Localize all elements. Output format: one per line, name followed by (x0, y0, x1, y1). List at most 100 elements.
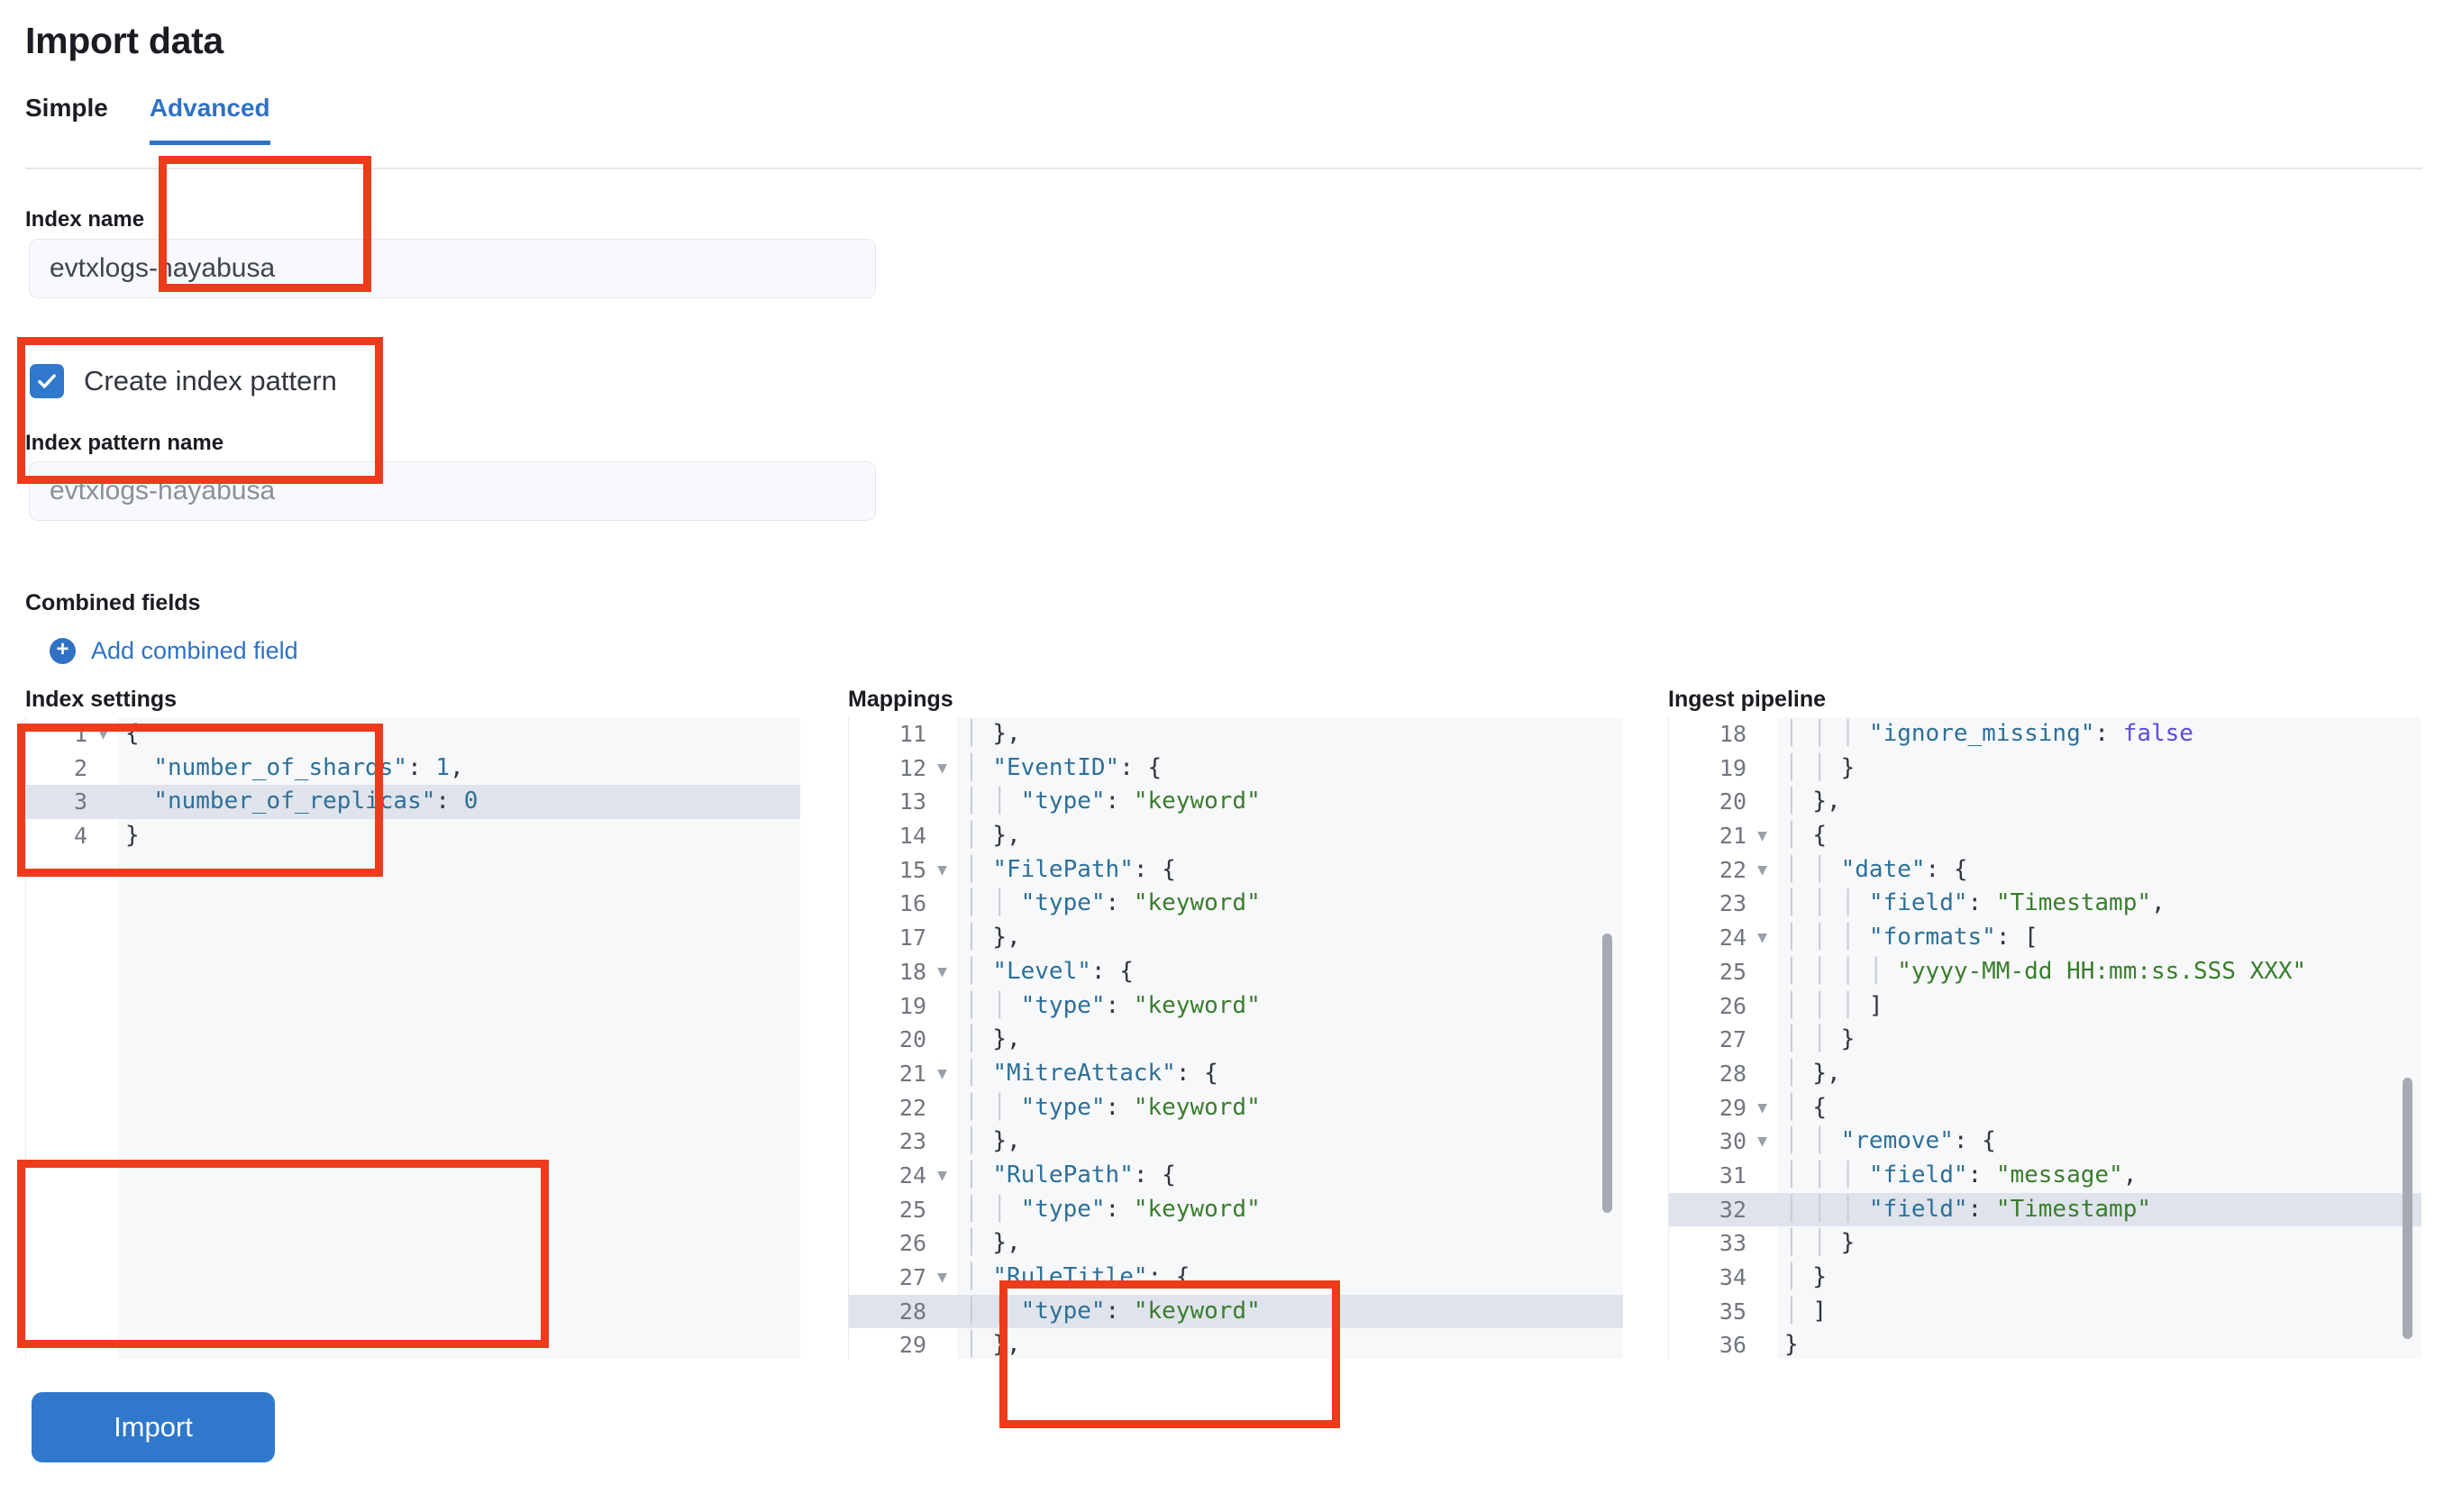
line-number: 33 (1719, 1230, 1746, 1257)
tab-simple[interactable]: Simple (25, 94, 108, 122)
code-line: 26│ }, (849, 1226, 1623, 1261)
index-settings-editor[interactable]: 1▼{2 "number_of_shards": 1,3 "number_of_… (25, 717, 800, 1359)
line-number: 24 (898, 1161, 926, 1189)
code-text: "number_of_replicas": 0 (153, 788, 479, 815)
code-line: 17│ }, (849, 921, 1623, 955)
tab-advanced[interactable]: Advanced (149, 96, 270, 145)
line-number: 11 (898, 721, 926, 747)
page-title: Import data (25, 20, 223, 61)
code-line: 22 ▼ │ │ "date": { (1669, 853, 2421, 888)
line-number: 36 (1719, 1332, 1746, 1359)
add-combined-field-label: Add combined field (91, 637, 298, 664)
code-line: 19 │ │ } (1669, 751, 2421, 786)
code-line: 18▼│ "Level": { (849, 955, 1623, 989)
create-index-pattern-checkbox[interactable] (30, 364, 64, 398)
code-text: │ "RulePath": { (964, 1161, 1176, 1189)
code-text: │ │ │ "field": "Timestamp" (1784, 1195, 2151, 1223)
code-line: 34│ } (1669, 1261, 2421, 1295)
code-text: │ │ } (1784, 1229, 1856, 1257)
code-text: │ "Level": { (964, 957, 1134, 985)
code-text: │ │ │ ] (1784, 991, 1883, 1019)
code-line: 36} (1669, 1328, 2421, 1359)
line-number: 15 (898, 856, 926, 883)
line-number: 25 (1719, 958, 1746, 985)
code-line: 15 ▼ │ "FilePath": { (849, 853, 1623, 888)
line-number: 3 (73, 788, 87, 815)
code-line: 27▼│ "RuleTitle": { (849, 1261, 1623, 1295)
code-line: 16│ │ "type": "keyword" (849, 887, 1623, 921)
line-number: 22 (1719, 856, 1746, 883)
code-line: 21▼│ { (1669, 819, 2421, 853)
fold-toggle-icon[interactable]: ▼ (937, 860, 947, 879)
fold-toggle-icon[interactable]: ▼ (1757, 826, 1767, 846)
code-line: 13│ │ "type": "keyword" (849, 785, 1623, 819)
code-text: │ { (1784, 1093, 1827, 1121)
fold-toggle-icon[interactable]: ▼ (937, 961, 947, 981)
tab-divider (25, 168, 2422, 169)
code-text: } (1784, 1331, 1799, 1359)
fold-toggle-icon[interactable]: ▼ (937, 1165, 947, 1185)
code-line: 24▼│ │ │ "formats": [ (1669, 921, 2421, 955)
code-line: 4} (26, 819, 800, 853)
code-line: 3 "number_of_replicas": 0 (26, 785, 800, 820)
index-pattern-name-label: Index pattern name (25, 431, 224, 455)
code-line: 21▼│ "MitreAttack": { (849, 1057, 1623, 1091)
code-line: 27│ │ } (1669, 1023, 2421, 1057)
code-line: 25│ │ "type": "keyword" (849, 1193, 1623, 1227)
create-index-pattern-row[interactable]: Create index pattern (30, 364, 337, 398)
line-number: 19 (898, 992, 926, 1019)
import-button[interactable]: Import (32, 1392, 275, 1462)
code-line: 29│ }, (849, 1328, 1623, 1359)
line-number: 29 (1719, 1094, 1746, 1121)
code-text: │ │ "date": { (1784, 855, 1968, 883)
code-text: │ }, (964, 924, 1021, 952)
code-text: │ │ "type": "keyword" (964, 1195, 1261, 1223)
mappings-scrollbar[interactable] (1602, 934, 1612, 1213)
gutter (1669, 717, 1777, 1359)
line-number: 19 (1719, 754, 1746, 781)
code-background (1777, 717, 2421, 1359)
line-number: 26 (898, 1230, 926, 1257)
mappings-editor[interactable]: 11│ },12▼│ "EventID": {13│ │ "type": "ke… (848, 717, 1623, 1359)
create-index-pattern-label: Create index pattern (84, 365, 337, 396)
code-line: 32 │ │ │ "field": "Timestamp" (1669, 1192, 2421, 1227)
index-settings-title: Index settings (25, 687, 178, 712)
line-number: 2 (73, 754, 87, 781)
combined-fields-heading: Combined fields (25, 590, 201, 615)
fold-toggle-icon[interactable]: ▼ (1757, 1098, 1767, 1117)
mappings-title: Mappings (848, 687, 953, 712)
code-text: │ │ "type": "keyword" (964, 1093, 1261, 1121)
ingest-pipeline-scrollbar[interactable] (2403, 1078, 2412, 1339)
fold-toggle-icon[interactable]: ▼ (1757, 928, 1767, 948)
code-text: │ │ } (1784, 753, 1856, 781)
code-text: │ "MitreAttack": { (964, 1059, 1218, 1087)
code-line: 29 ▼ │ { (1669, 1091, 2421, 1125)
line-number: 23 (1719, 890, 1746, 917)
code-text: │ │ "type": "keyword" (964, 991, 1261, 1019)
fold-toggle-icon[interactable]: ▼ (937, 1063, 947, 1083)
fold-toggle-icon[interactable]: ▼ (1757, 1132, 1767, 1152)
fold-toggle-icon[interactable]: ▼ (1757, 860, 1767, 879)
code-text: │ }, (964, 1025, 1021, 1053)
index-name-input[interactable]: evtxlogs-hayabusa (29, 239, 876, 298)
code-line: 28│ │ "type": "keyword" (849, 1294, 1623, 1329)
add-combined-field-button[interactable]: + Add combined field (50, 637, 298, 665)
fold-toggle-icon[interactable]: ▼ (98, 724, 108, 743)
code-text: │ │ "type": "keyword" (964, 1297, 1261, 1325)
code-background (118, 717, 800, 1359)
code-text: │ "FilePath": { (964, 855, 1176, 883)
line-number: 20 (898, 1026, 926, 1053)
code-line: 11│ }, (849, 717, 1623, 751)
code-line: 30▼│ │ "remove": { (1669, 1125, 2421, 1159)
line-number: 35 (1719, 1298, 1746, 1325)
fold-toggle-icon[interactable]: ▼ (937, 1268, 947, 1287)
index-pattern-name-input[interactable]: evtxlogs-hayabusa (29, 461, 876, 521)
line-number: 32 (1719, 1196, 1746, 1223)
fold-toggle-icon[interactable]: ▼ (937, 758, 947, 778)
code-line: 12▼│ "EventID": { (849, 751, 1623, 786)
code-line: 35│ ] (1669, 1295, 2421, 1329)
check-icon (38, 374, 56, 388)
code-line: 25│ │ │ │ "yyyy-MM-dd HH:mm:ss.SSS XXX" (1669, 955, 2421, 989)
